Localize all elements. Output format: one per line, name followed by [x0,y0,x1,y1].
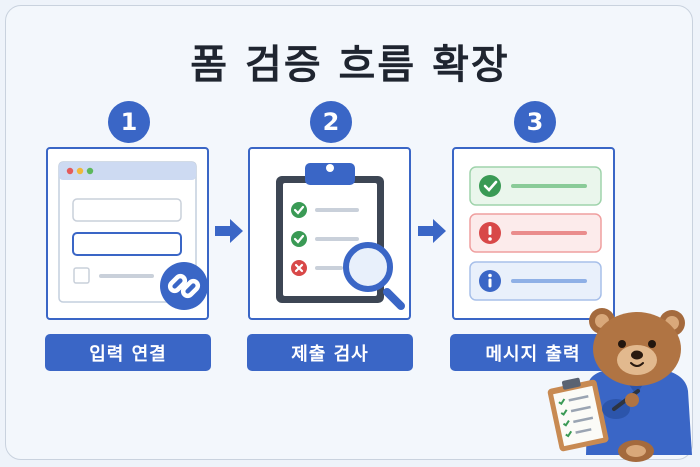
step-2-card [248,147,411,320]
clipboard-illustration [276,163,405,310]
arrow-right-icon-1 [215,219,243,243]
step-1-number: 1 [108,101,150,143]
check-icon-2 [291,231,307,247]
step-1-label: 입력 연결 [45,334,211,371]
step-3-label: 메시지 출력 [450,334,616,371]
step-3-number: 3 [514,101,556,143]
bear-mascot [547,308,692,462]
check-icon-1 [291,202,307,218]
clipboard-clip [305,163,355,185]
step-2-number: 2 [310,101,352,143]
arrow-right-icon-2 [418,219,446,243]
magnifier-icon [343,242,405,310]
message-list-illustration [469,166,602,301]
link-icon [167,273,201,299]
step-2-label: 제출 검사 [247,334,413,371]
bear-clipboard-icon [547,377,609,452]
window-close-dot-icon [66,167,74,175]
step-1-card [46,147,209,320]
success-check-icon [479,175,501,197]
browser-form-illustration [58,161,208,310]
window-maximize-dot-icon [86,167,94,175]
window-minimize-dot-icon [76,167,84,175]
diagram-title: 폼 검증 흐름 확장 [190,42,510,88]
step-3-card [452,147,615,320]
